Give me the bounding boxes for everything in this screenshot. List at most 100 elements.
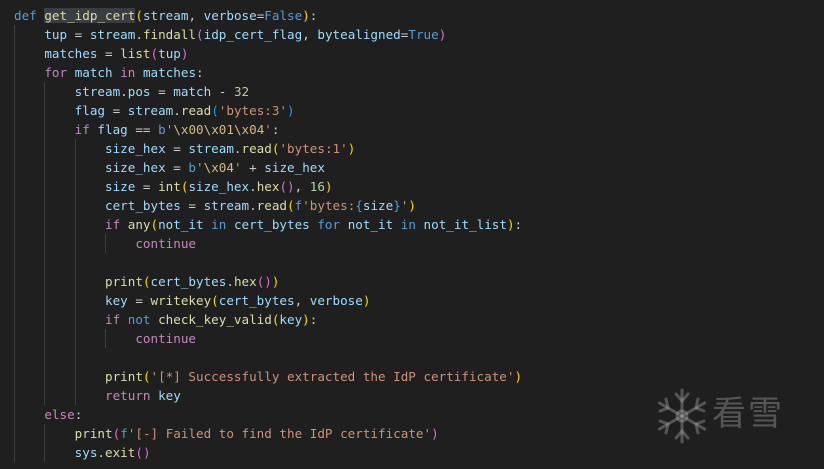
code-token: = [400,27,409,42]
code-line[interactable]: key = writekey(cert_bytes, verbose) [14,291,370,310]
code-token [14,160,105,175]
code-line[interactable]: cert_bytes = stream.read(f'bytes:{size}'… [14,196,416,215]
code-token: 'bytes:1' [279,141,348,156]
code-token: if [74,122,98,137]
code-token: ( [271,141,280,156]
code-line[interactable]: sys.exit() [14,443,151,462]
code-token: read [256,198,288,213]
code-token [14,103,75,118]
code-token [14,407,44,422]
code-token: not [127,312,159,327]
code-token: findall [142,27,197,42]
code-token: cert_bytes [218,293,295,308]
code-token: , [302,27,318,42]
code-token: '[-] Failed to find the IdP certificate' [127,426,432,441]
code-token: : [196,65,204,80]
code-line[interactable]: size = int(size_hex.hex(), 16) [14,177,333,196]
code-token: False [264,8,303,23]
code-token: ( [211,293,219,308]
code-line[interactable]: if not check_key_valid(key): [14,310,317,329]
code-line[interactable]: else: [14,405,82,424]
code-token: . [135,27,143,42]
code-token: bytealigned [317,27,401,42]
code-token [14,84,75,99]
code-line[interactable]: print(cert_bytes.hex()) [14,272,279,291]
code-token: match [173,84,212,99]
code-token: . [249,179,257,194]
code-token [14,369,105,384]
code-line[interactable]: stream.pos = match - 32 [14,82,249,101]
code-line[interactable]: flag = stream.read('bytes:3') [14,101,295,120]
code-token [14,141,105,156]
code-token: . [120,84,128,99]
code-line[interactable]: tup = stream.findall(idp_cert_flag, byte… [14,25,446,44]
code-token: 'bytes:3' [218,103,288,118]
code-token [14,388,105,403]
code-token: flag [97,122,128,137]
code-token: stream [89,27,136,42]
code-line[interactable]: size_hex = stream.read('bytes:1') [14,139,355,158]
code-token: print [105,369,143,384]
code-line[interactable]: if any(not_it in cert_bytes for not_it i… [14,215,522,234]
code-token: sys [74,445,98,460]
code-token: b [188,160,197,175]
code-token: size_hex [105,141,166,156]
code-token: 'bytes: [302,198,356,213]
code-token: () [279,179,295,194]
indent-guide [104,234,106,253]
code-token: () [135,445,151,460]
code-token: : [74,407,83,422]
code-line[interactable]: continue [14,234,196,253]
code-token: stream [203,198,250,213]
code-token: idp_cert_flag [203,27,303,42]
code-token: ( [150,46,159,61]
watermark-text: 看雪 [712,394,784,434]
code-token: { [355,198,363,213]
code-token: not_it_list [423,217,507,232]
code-line[interactable]: for match in matches: [14,63,204,82]
code-token: ( [150,217,159,232]
code-token: print [105,274,143,289]
code-token: cert_bytes [105,198,181,213]
code-token: = [150,84,174,99]
code-token: ) [438,27,447,42]
code-token: list [120,46,151,61]
code-token: \x00\x01\x04 [173,122,265,137]
code-token: size_hex [264,160,325,175]
code-token: == [127,122,159,137]
code-line[interactable]: matches = list(tup) [14,44,188,63]
code-line[interactable]: print(f'[-] Failed to find the IdP certi… [14,424,439,443]
indent-guide [44,82,46,405]
code-token: ' [196,160,204,175]
code-line[interactable]: return key [14,386,181,405]
code-token: ) [347,141,356,156]
code-token: f [120,426,128,441]
code-token: = [256,8,265,23]
code-token: ) [180,46,189,61]
code-token: cert_bytes [233,217,310,232]
code-token: = [135,179,159,194]
code-line[interactable]: size_hex = b'\x04' + size_hex [14,158,325,177]
code-token: stream [142,8,189,23]
code-line[interactable]: if flag == b'\x00\x01\x04': [14,120,280,139]
code-token: stream [188,141,234,156]
code-line[interactable]: print('[*] Successfully extracted the Id… [14,367,522,386]
code-token: ( [112,426,121,441]
code-token: stream [74,84,121,99]
code-token: 32 [233,84,250,99]
code-token [14,65,44,80]
indent-guide [14,25,15,462]
code-line[interactable]: continue [14,329,196,348]
code-token: size [105,179,136,194]
code-token: , [294,293,310,308]
code-token: for [44,65,75,80]
code-token: : [309,312,318,327]
code-token: ( [211,103,219,118]
code-line[interactable]: def get_idp_cert(stream, verbose=False): [14,6,317,25]
code-token: . [226,274,234,289]
code-token: = [67,27,90,42]
code-token: size_hex [188,179,250,194]
code-token: check_key_valid [158,312,272,327]
code-token [14,274,105,289]
